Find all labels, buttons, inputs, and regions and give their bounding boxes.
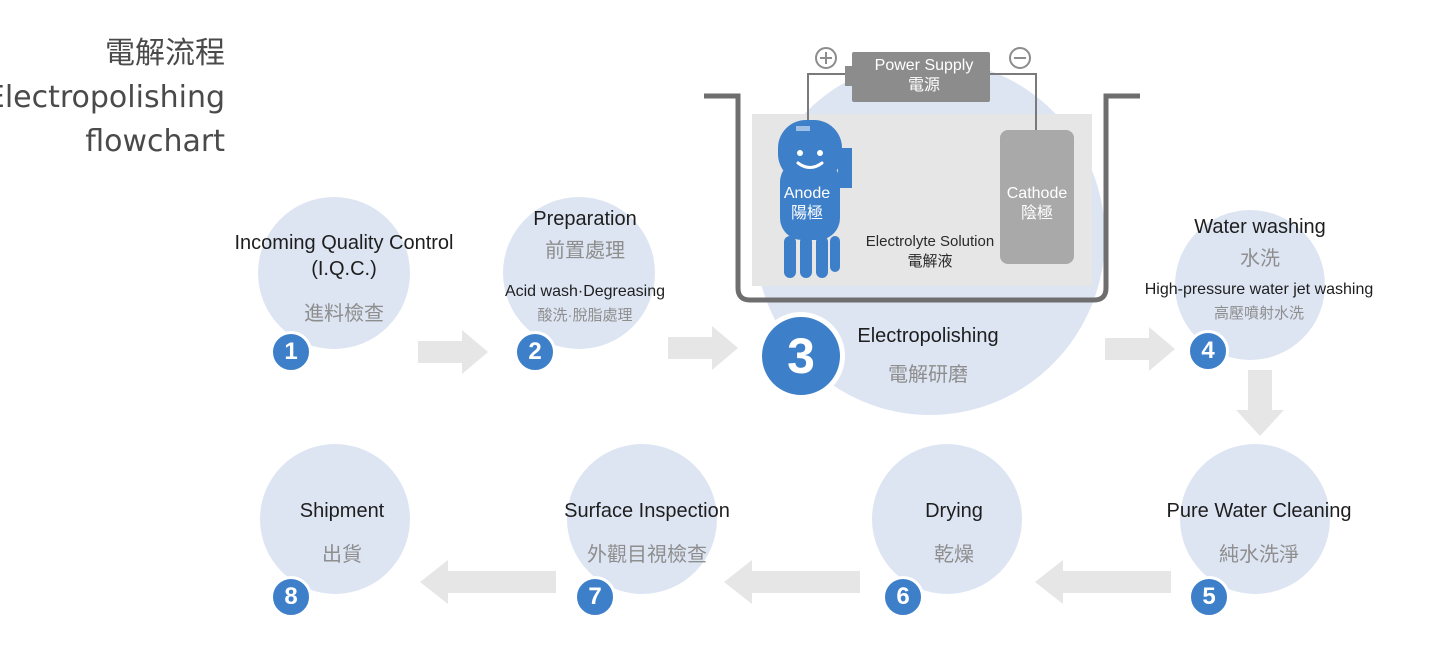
step-3-label-zh: 電解研磨 (888, 364, 968, 386)
step-4-label-zh: 水洗 (1240, 248, 1280, 270)
step-7-label-en: Surface Inspection (564, 500, 730, 522)
step-6-badge: 6 (882, 576, 924, 618)
cathode-label-en: Cathode (1006, 185, 1068, 202)
step-1-badge: 1 (270, 331, 312, 373)
step-2-label-zh: 前置處理 (545, 240, 625, 262)
cathode-plate (1000, 130, 1074, 264)
title-zh: 電解流程 (105, 36, 225, 71)
power-supply-label-en: Power Supply (874, 57, 974, 74)
step-5-circle (1180, 444, 1330, 594)
electrolyte-label-zh: 電解液 (907, 253, 953, 270)
step-2-sub-zh: 酸洗·脫脂處理 (537, 307, 633, 324)
step-1-circle (258, 197, 410, 349)
step-2-sub-en: Acid wash·Degreasing (504, 283, 666, 300)
step-6-label-en: Drying (925, 500, 983, 522)
step-7-label-zh: 外觀目視檢查 (587, 544, 707, 566)
title-en-line1: Electropolishing (0, 80, 225, 115)
arrow-3-4-icon (1105, 327, 1175, 371)
electrolyte-label-en: Electrolyte Solution (865, 233, 995, 250)
power-supply-label-zh: 電源 (907, 77, 940, 94)
step-7-circle (567, 444, 717, 594)
step-2-badge: 2 (514, 331, 556, 373)
cathode-wire (990, 73, 1037, 132)
anode-label-en: Anode (783, 185, 831, 202)
step-6-circle (872, 444, 1022, 594)
step-8-circle (260, 444, 410, 594)
step-5-label-zh: 純水洗淨 (1219, 544, 1299, 566)
arrow-4-5-icon (1236, 370, 1284, 436)
cathode-label-zh: 陰極 (1020, 205, 1053, 222)
arrow-6-7-icon (724, 560, 860, 604)
step-8-label-en: Shipment (299, 500, 385, 522)
step-6-label-zh: 乾燥 (934, 544, 974, 566)
arrow-7-8-icon (420, 560, 556, 604)
step-2-label-en: Preparation (533, 208, 637, 230)
power-supply-box (852, 52, 990, 102)
step-4-sub-zh: 高壓噴射水洗 (1213, 305, 1304, 322)
anode-robot (778, 120, 852, 278)
step-1-label-zh: 進料檢查 (304, 303, 384, 325)
title-en-line2: flowchart (85, 124, 225, 159)
step-4-sub-en: High-pressure water jet washing (1144, 281, 1374, 298)
step-2-circle (503, 197, 655, 349)
step-5-badge: 5 (1188, 576, 1230, 618)
step-1-label-en: Incoming Quality Control (234, 232, 454, 254)
step-3-badge: 3 (757, 312, 845, 400)
step-8-label-zh: 出貨 (322, 544, 362, 566)
step-3-label-en: Electropolishing (857, 325, 999, 347)
step-4-badge: 4 (1187, 330, 1229, 372)
arrow-2-3-icon (668, 326, 738, 370)
step-5-label-en: Pure Water Cleaning (1166, 500, 1352, 522)
electrolysis-apparatus (704, 47, 1140, 303)
step-4-label-en: Water washing (1194, 216, 1326, 238)
step-8-badge: 8 (270, 576, 312, 618)
tank-outline (704, 93, 1140, 303)
step-1-label-en-abbr: (I.Q.C.) (311, 258, 377, 280)
arrow-5-6-icon (1035, 560, 1171, 604)
step-7-badge: 7 (574, 576, 616, 618)
arrow-1-2-icon (418, 330, 488, 374)
anode-label-zh: 陽極 (790, 205, 823, 222)
